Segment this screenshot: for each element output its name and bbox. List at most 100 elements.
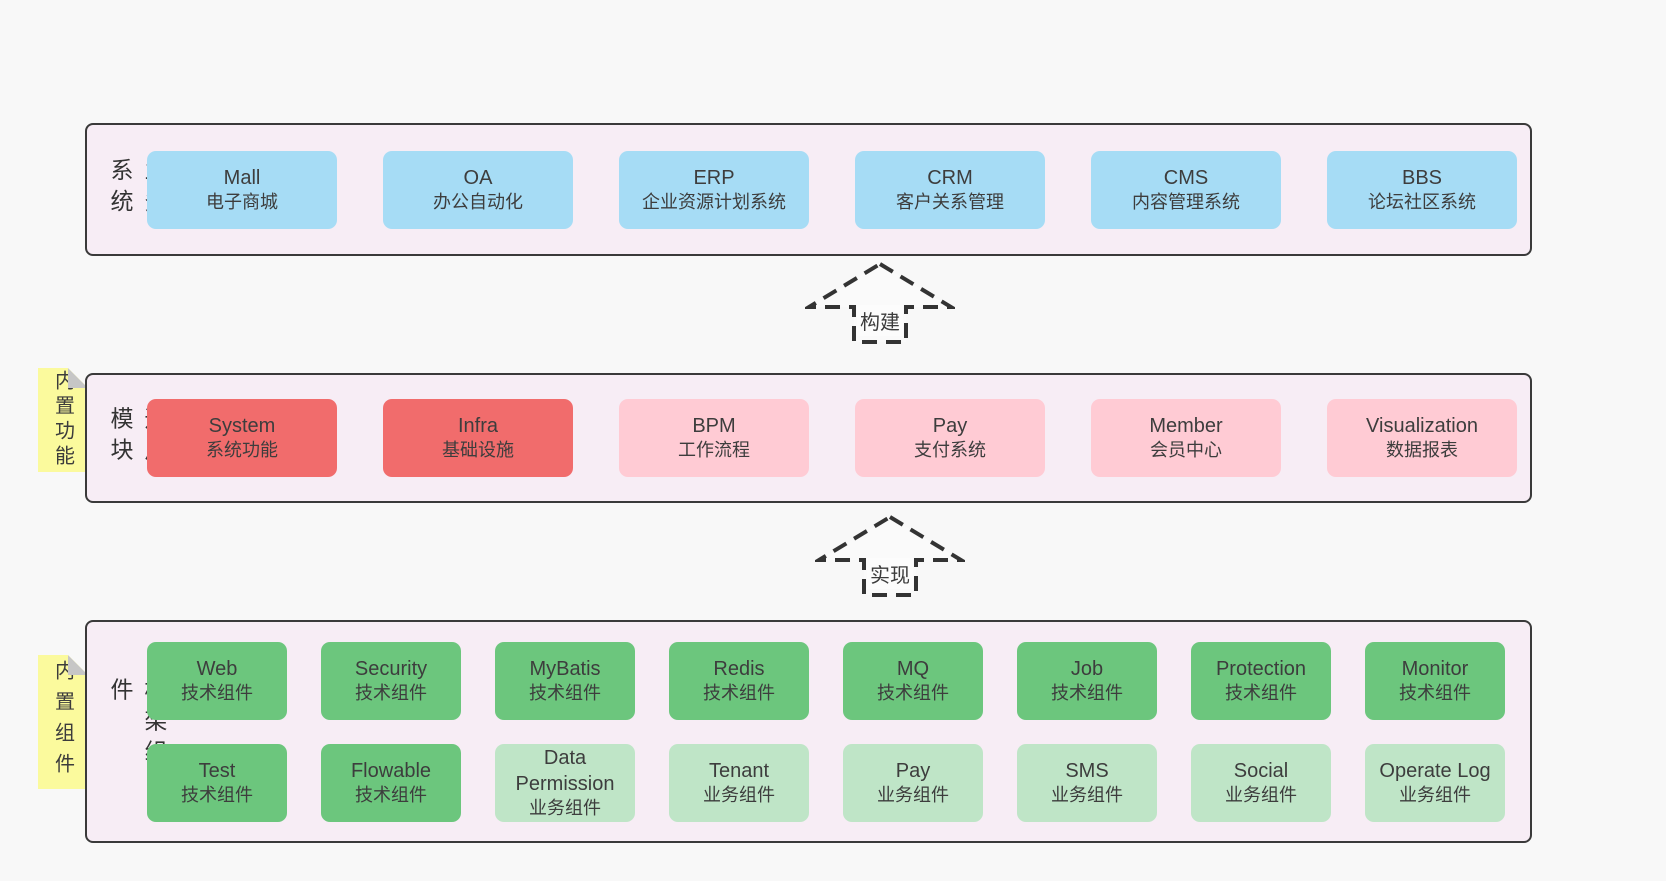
up-arrow-icon <box>815 514 965 597</box>
box-title: OA <box>463 166 493 189</box>
box-sms: SMS 业务组件 <box>1017 743 1157 822</box>
box-title: CRM <box>927 166 973 189</box>
sticky-tab-label: 内置组件 <box>51 660 74 784</box>
box-redis: Redis 技术组件 <box>669 641 809 720</box>
box-title: Pay <box>932 415 968 438</box>
box-subtitle: 业务组件 <box>1399 784 1471 805</box>
box-subtitle: 电子商城 <box>206 191 278 212</box>
box-security: Security 技术组件 <box>321 641 461 720</box>
implement-arrow-label: 实现 <box>867 558 913 589</box>
common-modules-layer: 通用模块 System 系统功能 Infra 基础设施 BPM 工作流程 Pay… <box>85 373 1532 503</box>
box-mq: MQ 技术组件 <box>843 641 983 720</box>
box-infra: Infra 基础设施 <box>383 399 573 477</box>
box-subtitle: 技术组件 <box>355 784 427 805</box>
box-title: Flowable <box>350 759 432 782</box>
sticky-tab-built-in-components: 内置组件 <box>38 655 88 789</box>
modules-box-row: System 系统功能 Infra 基础设施 BPM 工作流程 Pay 支付系统… <box>147 375 1517 501</box>
box-subtitle: 技术组件 <box>703 682 775 703</box>
box-title: Security <box>354 657 428 680</box>
box-subtitle: 业务组件 <box>703 784 775 805</box>
box-mybatis: MyBatis 技术组件 <box>495 641 635 720</box>
box-subtitle: 客户关系管理 <box>896 191 1004 212</box>
up-arrow-icon <box>805 261 955 344</box>
box-subtitle: 业务组件 <box>1225 784 1297 805</box>
box-member: Member 会员中心 <box>1091 399 1281 477</box>
box-subtitle: 技术组件 <box>877 682 949 703</box>
box-subtitle: 业务组件 <box>1051 784 1123 805</box>
framework-box-rows: Web 技术组件 Security 技术组件 MyBatis 技术组件 Redi… <box>147 622 1505 841</box>
box-subtitle: 技术组件 <box>1051 682 1123 703</box>
box-pay-business: Pay 业务组件 <box>843 743 983 822</box>
box-subtitle: 技术组件 <box>355 682 427 703</box>
framework-row-2: Test 技术组件 Flowable 技术组件 Data Permission … <box>147 743 1505 822</box>
box-test: Test 技术组件 <box>147 743 287 822</box>
box-title: BPM <box>692 415 736 438</box>
build-arrow-label: 构建 <box>857 305 903 336</box>
box-title: Member <box>1149 415 1223 438</box>
box-subtitle: 企业资源计划系统 <box>642 191 786 212</box>
box-title: Protection <box>1215 657 1307 680</box>
box-bpm: BPM 工作流程 <box>619 399 809 477</box>
box-social: Social 业务组件 <box>1191 743 1331 822</box>
box-title: MyBatis <box>529 657 601 680</box>
box-title: CMS <box>1163 166 1209 189</box>
box-subtitle: 技术组件 <box>1225 682 1297 703</box>
box-title: Redis <box>713 657 765 680</box>
box-title: MQ <box>896 657 930 680</box>
box-web: Web 技术组件 <box>147 641 287 720</box>
box-monitor: Monitor 技术组件 <box>1365 641 1505 720</box>
box-bbs: BBS 论坛社区系统 <box>1327 150 1517 229</box>
box-subtitle: 业务组件 <box>877 784 949 805</box>
box-title: Web <box>196 657 238 680</box>
box-title: Test <box>198 759 236 782</box>
box-title: Job <box>1070 657 1104 680</box>
implement-arrow: 实现 <box>815 514 965 598</box>
box-system: System 系统功能 <box>147 399 337 477</box>
sticky-tab-label: 内置功能 <box>51 370 74 470</box>
box-subtitle: 技术组件 <box>1399 682 1471 703</box>
box-data-permission: Data Permission 业务组件 <box>495 743 635 822</box>
box-subtitle: 系统功能 <box>206 440 278 461</box>
box-title: Operate Log <box>1379 759 1491 782</box>
box-title: BBS <box>1401 166 1443 189</box>
box-title: Tenant <box>708 759 770 782</box>
box-title: Mall <box>223 166 261 189</box>
box-title: Pay <box>895 759 931 782</box>
box-subtitle: 论坛社区系统 <box>1368 191 1476 212</box>
box-oa: OA 办公自动化 <box>383 150 573 229</box>
box-visualization: Visualization 数据报表 <box>1327 399 1517 477</box>
box-title: SMS <box>1065 759 1109 782</box>
framework-row-1: Web 技术组件 Security 技术组件 MyBatis 技术组件 Redi… <box>147 641 1505 720</box>
box-subtitle: 业务组件 <box>529 797 601 818</box>
box-subtitle: 基础设施 <box>442 440 514 461</box>
box-tenant: Tenant 业务组件 <box>669 743 809 822</box>
box-subtitle: 会员中心 <box>1150 440 1222 461</box>
box-title: Infra <box>457 415 499 438</box>
box-mall: Mall 电子商城 <box>147 150 337 229</box>
box-flowable: Flowable 技术组件 <box>321 743 461 822</box>
business-systems-layer: 业务系统 Mall 电子商城 OA 办公自动化 ERP 企业资源计划系统 CRM… <box>85 123 1532 256</box>
box-crm: CRM 客户关系管理 <box>855 150 1045 229</box>
box-title: ERP <box>693 166 735 189</box>
box-title: Visualization <box>1366 415 1478 438</box>
box-title: System <box>208 415 276 438</box>
box-cms: CMS 内容管理系统 <box>1091 150 1281 229</box>
build-arrow: 构建 <box>805 261 955 345</box>
box-operate-log: Operate Log 业务组件 <box>1365 743 1505 822</box>
box-title: Monitor <box>1401 657 1469 680</box>
box-erp: ERP 企业资源计划系统 <box>619 150 809 229</box>
box-subtitle: 内容管理系统 <box>1132 191 1240 212</box>
box-subtitle: 数据报表 <box>1386 440 1458 461</box>
box-protection: Protection 技术组件 <box>1191 641 1331 720</box>
box-subtitle: 工作流程 <box>678 440 750 461</box>
box-title: Data Permission <box>515 746 615 795</box>
business-box-row: Mall 电子商城 OA 办公自动化 ERP 企业资源计划系统 CRM 客户关系… <box>147 125 1517 254</box>
box-job: Job 技术组件 <box>1017 641 1157 720</box>
box-pay: Pay 支付系统 <box>855 399 1045 477</box>
sticky-tab-built-in-features: 内置功能 <box>38 368 88 472</box>
box-subtitle: 技术组件 <box>181 784 253 805</box>
box-subtitle: 办公自动化 <box>433 191 523 212</box>
box-subtitle: 支付系统 <box>914 440 986 461</box>
box-title: Social <box>1233 759 1289 782</box>
box-subtitle: 技术组件 <box>529 682 601 703</box>
